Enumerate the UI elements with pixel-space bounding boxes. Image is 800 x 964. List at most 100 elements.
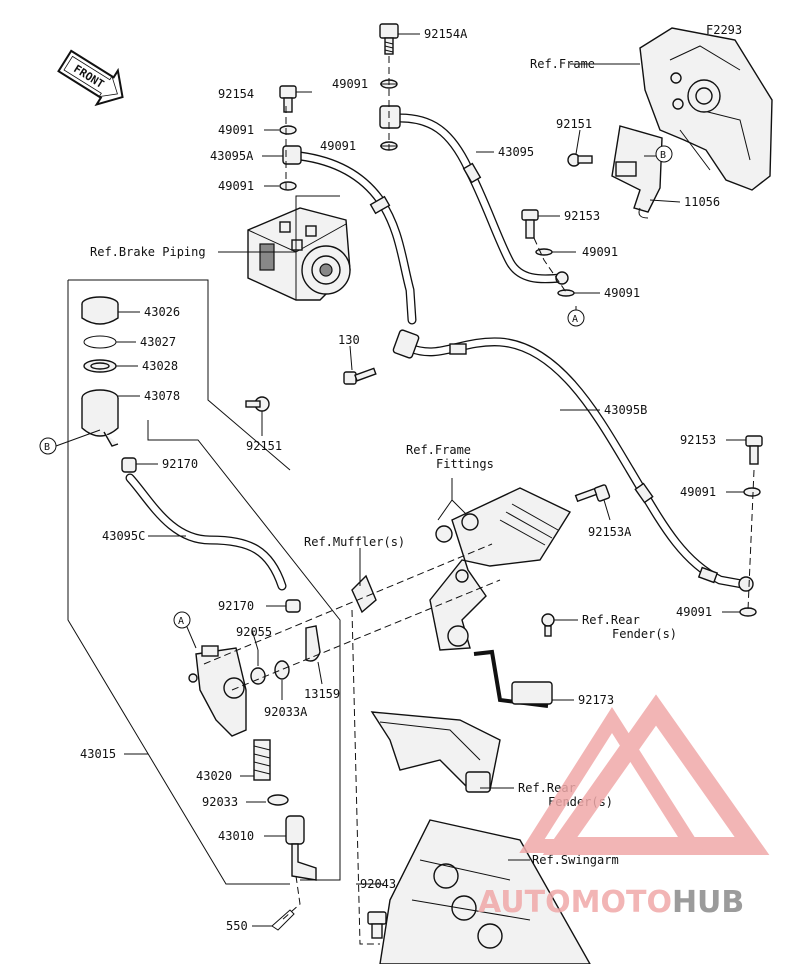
label-130: 130 <box>338 333 360 347</box>
label-92033: 92033 <box>202 795 238 809</box>
front-arrow-icon: FRONT <box>57 49 124 107</box>
svg-text:A: A <box>178 616 184 627</box>
leader-lines <box>55 33 746 927</box>
label-ref-brake-piping: Ref.Brake Piping <box>90 245 206 259</box>
clamp-92170-b <box>285 599 301 613</box>
clamp-92170-a <box>121 457 137 473</box>
label-43020: 43020 <box>196 769 232 783</box>
label-13159: 13159 <box>304 687 340 701</box>
label-92055: 92055 <box>236 625 272 639</box>
label-ref-swingarm: Ref.Swingarm <box>532 853 619 867</box>
cotter-pin-550 <box>271 909 295 931</box>
label-49091-d: 49091 <box>218 179 254 193</box>
label-550: 550 <box>226 919 248 933</box>
label-92033A: 92033A <box>264 705 308 719</box>
label-ref-frame-fittings-1: Ref.Frame <box>406 443 471 457</box>
bolt-92153-right <box>745 435 763 465</box>
assembly-dashed-lines <box>203 56 755 945</box>
label-49091-g: 49091 <box>680 485 716 499</box>
label-ref-rear-fender-1a: Ref.Rear <box>582 613 640 627</box>
group-bracket-43015 <box>67 279 291 885</box>
pushrod-43010 <box>285 815 317 881</box>
washer-49091-f <box>557 289 575 297</box>
plate-43028 <box>83 359 117 373</box>
label-43095B: 43095B <box>604 403 647 417</box>
joint-13159 <box>305 625 321 662</box>
label-11056: 11056 <box>684 195 720 209</box>
bolt-92043 <box>367 911 387 939</box>
spring-43020 <box>253 739 271 781</box>
clip-92033A <box>274 660 290 680</box>
washer-49091-d <box>279 181 297 191</box>
diaphragm-43027 <box>83 335 117 349</box>
swingarm <box>379 819 591 964</box>
label-92170-a: 92170 <box>162 457 198 471</box>
washer-49091-h <box>739 607 757 617</box>
label-ref-rear-fender-1b: Fender(s) <box>612 627 677 641</box>
svg-text:A: A <box>572 314 578 325</box>
label-ref-frame-top: Ref.Frame <box>530 57 595 71</box>
part-labels: 92154A 49091 92154 49091 49091 43095A 49… <box>80 27 720 933</box>
label-43026: 43026 <box>144 305 180 319</box>
ref-marker-A-bottom: A <box>173 611 191 629</box>
screw-rear-fender <box>541 613 555 637</box>
label-43015: 43015 <box>80 747 116 761</box>
label-92173: 92173 <box>578 693 614 707</box>
bolt-92151-top <box>567 153 593 167</box>
label-92153-right: 92153 <box>680 433 716 447</box>
banjo-fitting-43095A <box>282 145 302 165</box>
bolt-92154A <box>379 23 399 55</box>
ref-marker-B-left: B <box>39 437 57 455</box>
ref-marker-B-top: B <box>655 145 673 163</box>
rear-fender <box>370 711 501 793</box>
group-bracket-43015-right <box>147 420 341 881</box>
bolt-130 <box>343 367 377 385</box>
rear-fender-bracket-92173 <box>473 649 553 708</box>
watermark-text: AUTOMOTOHUB <box>478 885 744 920</box>
clip-92033 <box>267 794 289 806</box>
label-49091-b: 49091 <box>218 123 254 137</box>
banjo-eye-right <box>738 576 754 592</box>
svg-text:B: B <box>44 442 50 453</box>
muffler-bracket <box>351 574 377 614</box>
label-43078: 43078 <box>144 389 180 403</box>
reservoir-43078 <box>81 389 119 447</box>
label-92151-mid: 92151 <box>246 439 282 453</box>
watermark-text-part1: AUTOMOTO <box>478 885 672 920</box>
label-43028: 43028 <box>142 359 178 373</box>
label-43027: 43027 <box>140 335 176 349</box>
master-cylinder-43015 <box>188 645 247 737</box>
svg-text:B: B <box>660 150 666 161</box>
bolt-92151-mid <box>245 396 270 412</box>
reservoir-cap-43026 <box>81 296 119 325</box>
bolt-92153A <box>574 484 611 503</box>
figure-code: F2293 <box>706 23 742 37</box>
washer-49091-g <box>743 487 761 497</box>
bolt-92154 <box>279 85 297 113</box>
label-43095A: 43095A <box>210 149 254 163</box>
abs-unit <box>247 207 351 301</box>
label-49091-h: 49091 <box>676 605 712 619</box>
label-92154A: 92154A <box>424 27 468 41</box>
label-49091-a: 49091 <box>332 77 368 91</box>
label-92043: 92043 <box>360 877 396 891</box>
label-49091-e: 49091 <box>582 245 618 259</box>
frame-fittings <box>429 487 572 651</box>
bolt-92153-top <box>521 209 539 239</box>
watermark-text-part2: HUB <box>672 885 744 920</box>
washer-49091-b <box>279 125 297 135</box>
label-49091-f: 49091 <box>604 286 640 300</box>
banjo-fitting-top <box>379 105 401 129</box>
label-92151-top: 92151 <box>556 117 592 131</box>
label-43010: 43010 <box>218 829 254 843</box>
label-43095: 43095 <box>498 145 534 159</box>
joint-block <box>392 329 420 359</box>
label-49091-c: 49091 <box>320 139 356 153</box>
label-ref-frame-fittings-2: Fittings <box>436 457 494 471</box>
watermark: AUTOMOTOHUB <box>478 694 770 920</box>
brake-hoses <box>125 113 747 591</box>
label-43095C: 43095C <box>102 529 145 543</box>
label-ref-muffler: Ref.Muffler(s) <box>304 535 405 549</box>
label-92153A: 92153A <box>588 525 632 539</box>
